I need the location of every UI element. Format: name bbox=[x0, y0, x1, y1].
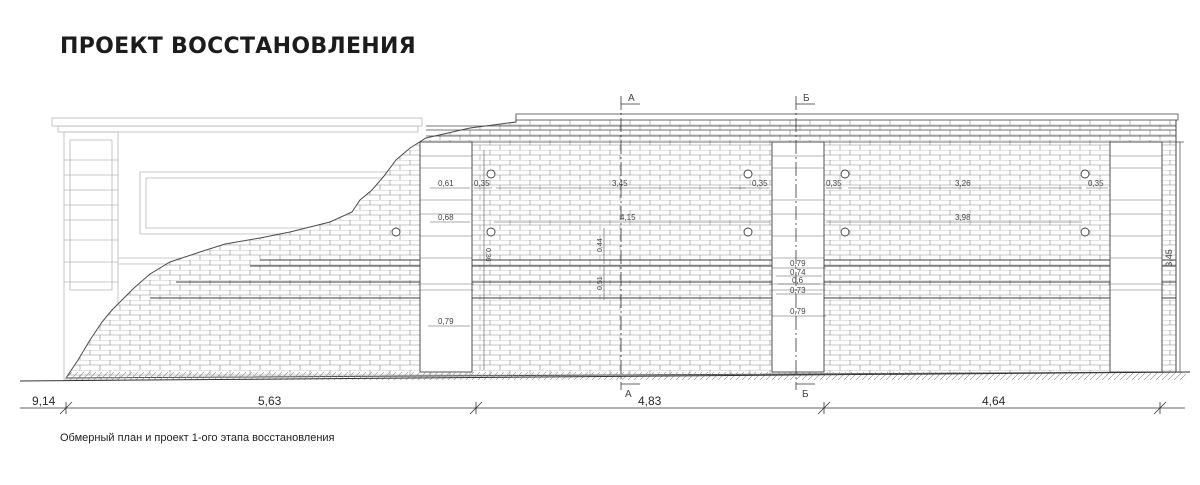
dimension-labels: 0,61 0,35 3,45 0,35 0,35 3,26 0,35 0,68 … bbox=[438, 179, 1104, 326]
rosettes bbox=[391, 169, 1090, 237]
dim-0-74: 0,74 bbox=[790, 268, 806, 277]
section-a-top-label: А bbox=[628, 93, 635, 104]
section-lines bbox=[620, 96, 815, 390]
dim-3-98: 3,98 bbox=[955, 213, 971, 222]
dim-4-15: 4,15 bbox=[620, 213, 636, 222]
dim-3-26: 3,26 bbox=[955, 179, 971, 188]
section-b-bottom-label: Б bbox=[802, 389, 809, 400]
dim-0-6: 0,6 bbox=[792, 276, 804, 285]
belt-courses bbox=[150, 259, 1176, 299]
dim-0-35-c: 0,35 bbox=[826, 179, 842, 188]
page-title: ПРОЕКТ ВОССТАНОВЛЕНИЯ bbox=[60, 34, 416, 59]
dim-0-51: 0,51 bbox=[597, 276, 604, 290]
dim-0-35-d: 0,35 bbox=[1088, 179, 1104, 188]
overall-left-label: 9,14 bbox=[32, 394, 56, 408]
bottom-dimension-line bbox=[20, 401, 1185, 415]
dim-0-61: 0,61 bbox=[438, 179, 454, 188]
overall-seg3-label: 4,64 bbox=[982, 394, 1006, 408]
figure-caption: Обмерный план и проект 1-ого этапа восст… bbox=[60, 432, 335, 444]
dim-0-36: 0,36 bbox=[484, 248, 491, 262]
section-b-top-label: Б bbox=[803, 93, 810, 104]
dim-0-44: 0,44 bbox=[597, 238, 604, 252]
overall-seg2-label: 4,83 bbox=[638, 394, 662, 408]
dim-0-35-b: 0,35 bbox=[752, 179, 768, 188]
dim-3-45: 3,45 bbox=[612, 179, 628, 188]
dim-0-79-b: 0,79 bbox=[790, 259, 806, 268]
dim-0-79-c: 0,79 bbox=[790, 307, 806, 316]
pilasters bbox=[419, 141, 1163, 373]
overall-height-label: 3,45 bbox=[1164, 249, 1174, 267]
top-cornice bbox=[420, 113, 1179, 143]
section-a-bottom-label: А bbox=[625, 389, 632, 400]
dim-0-73: 0,73 bbox=[790, 286, 806, 295]
overall-height-dimension bbox=[1176, 141, 1184, 373]
ground-line bbox=[19, 371, 1191, 382]
dim-0-35-a: 0,35 bbox=[474, 179, 490, 188]
dim-0-79-a: 0,79 bbox=[438, 317, 454, 326]
overall-seg1-label: 5,63 bbox=[258, 394, 282, 408]
dim-0-68: 0,68 bbox=[438, 213, 454, 222]
inner-dimension-lines bbox=[428, 150, 1108, 370]
